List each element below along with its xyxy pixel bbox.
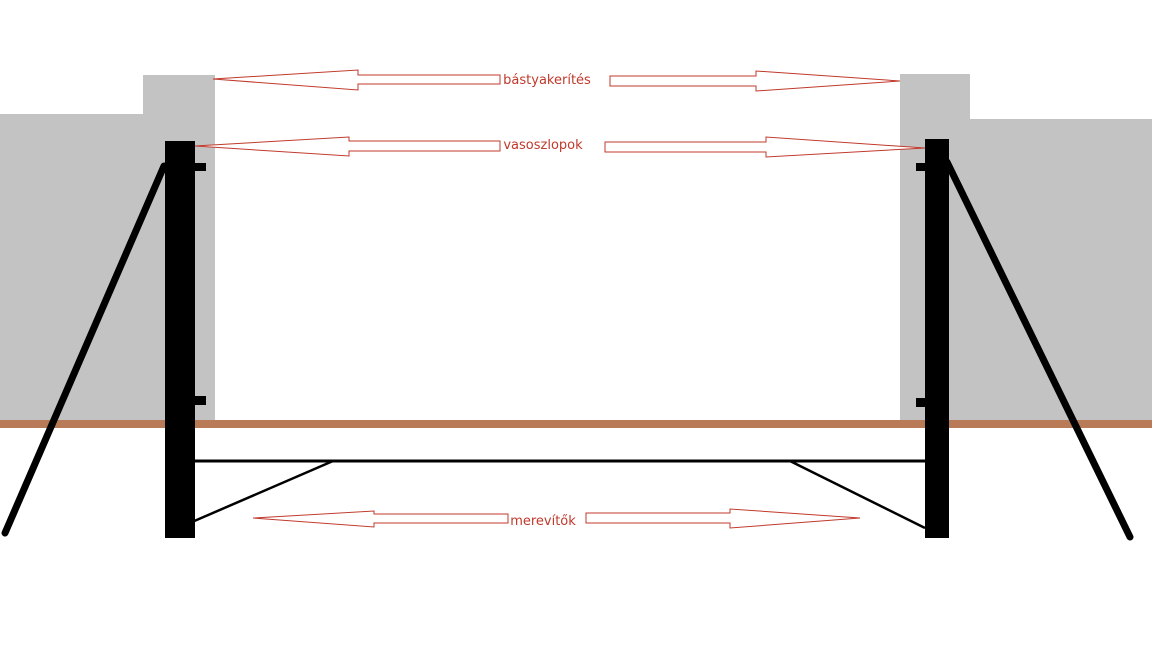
left-bastion-wall [0,75,215,420]
stiffeners-left-arrow [252,510,509,528]
bastion-left-arrow [212,69,501,91]
right-diagonal-stiffener [789,459,926,530]
right-bastion-wall [900,74,1152,420]
bottom-stiffeners [191,459,926,530]
bastion-wall-arrows [212,69,901,92]
bastion-right-arrow [609,70,901,92]
stiffeners-label: merevítők [510,514,576,529]
left-post-bottom-bracket [192,396,206,405]
right-post-bottom-bracket [916,398,928,407]
left-outer-strut [1,162,168,537]
left-diagonal-stiffener [191,459,334,524]
stiffeners-right-arrow [585,508,861,529]
right-outer-strut [943,158,1134,541]
ground-line [0,420,1152,428]
left-post-top-bracket [192,163,206,171]
right-post-assembly [916,139,1134,541]
stiffener-arrows [252,508,861,529]
posts-left-arrow [194,136,501,157]
right-post-top-bracket [916,163,928,171]
left-iron-post [165,141,195,538]
iron-post-arrows [194,136,926,158]
left-post-assembly [1,141,206,538]
right-iron-post [925,139,949,538]
iron-posts-label: vasoszlopok [503,138,583,153]
bastion-wall-label: bástyakerítés [503,73,591,88]
posts-right-arrow [604,136,926,158]
right-wall-low-section [960,119,1152,420]
